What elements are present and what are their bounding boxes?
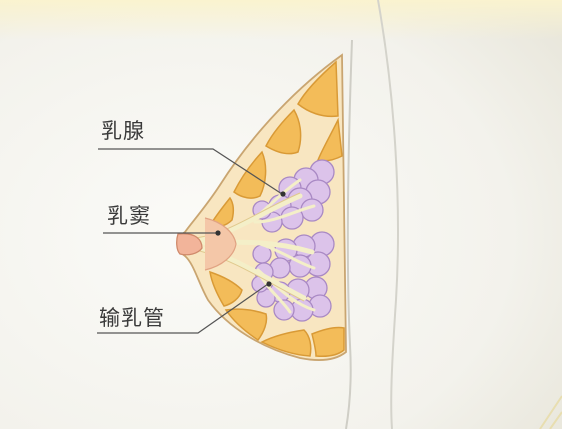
fat-segment [265,108,302,155]
duct-leader-line [97,283,269,334]
label-mammary-gland: 乳腺 [101,119,145,143]
duct-marker [266,281,272,287]
top-glow [0,0,562,40]
duct-branch [256,268,316,312]
fat-segment [297,60,339,118]
duct-branch [253,204,316,224]
fat-tissue [208,60,345,357]
lower-lobule-cluster [251,275,332,322]
duct-branch [253,178,302,220]
fat-segment [311,326,345,357]
leader-markers [215,191,286,287]
label-lactiferous-sinus: 乳窦 [107,204,151,228]
nipple [176,233,203,256]
chest-wall-line [345,39,353,429]
label-lactiferous-duct: 输乳管 [99,306,165,330]
gland-leader-line [98,148,283,195]
areola [204,217,237,271]
gland-marker [280,191,286,197]
fat-segment [233,150,267,199]
leader-lines [97,148,283,334]
duct-branch [256,270,292,314]
fat-segment [260,329,312,357]
torso-outline [377,0,399,429]
fat-segment [209,270,243,307]
corner-stripes [539,395,562,429]
duct-branch [258,242,316,270]
fat-segment [224,308,268,342]
sinus-marker [215,230,221,236]
